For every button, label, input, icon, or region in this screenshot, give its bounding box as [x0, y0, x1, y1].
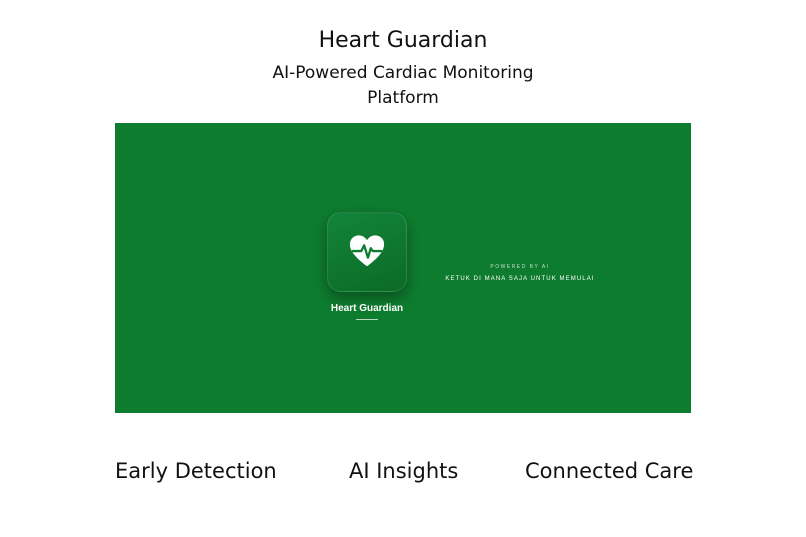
powered-by-label: POWERED BY AI — [490, 264, 550, 270]
feature-ai-insights: AI Insights — [349, 459, 459, 483]
app-name: Heart Guardian — [330, 303, 404, 314]
heart-pulse-icon — [349, 235, 385, 267]
tap-to-start-prompt: KETUK DI MANA SAJA UNTUK MEMULAI — [445, 276, 595, 282]
page-title: Heart Guardian — [318, 28, 488, 53]
app-icon — [327, 212, 407, 292]
app-name-underline — [356, 319, 378, 320]
feature-connected-care: Connected Care — [525, 459, 694, 483]
feature-early-detection: Early Detection — [115, 459, 277, 483]
page-subtitle: AI-Powered Cardiac Monitoring Platform — [272, 63, 534, 108]
splash-screen[interactable]: Heart Guardian POWERED BY AI KETUK DI MA… — [115, 123, 691, 413]
